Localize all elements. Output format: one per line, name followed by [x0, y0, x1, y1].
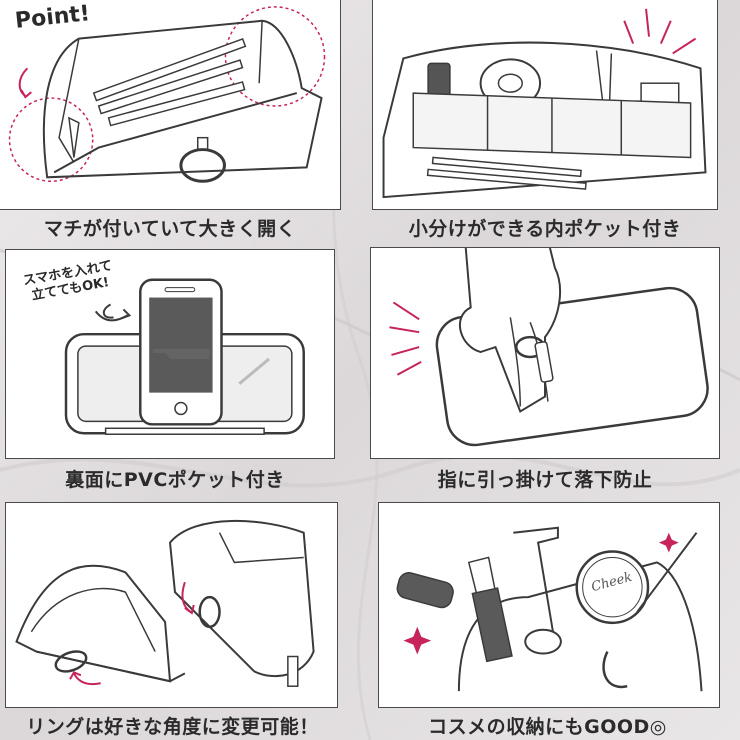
inner-pockets-illustration: [382, 8, 707, 199]
caption-finger-ring: 指に引っ掛けて落下防止: [437, 469, 653, 491]
cosmetics-illustration: [396, 526, 703, 692]
panel-finger-ring: [370, 247, 720, 459]
pouch-open-illustration: [8, 6, 326, 183]
pvc-pocket-illustration: [64, 278, 305, 435]
caption-inner-pockets: 小分けができる内ポケット付き: [408, 218, 682, 240]
panel-wide-opening: Point!: [0, 0, 341, 210]
ring-angle-illustration: [15, 519, 315, 687]
panel-pvc-pocket: スマホを入れて 立ててもOK!: [5, 249, 335, 459]
caption-cosmetics: コスメの収納にもGOOD◎: [428, 716, 667, 738]
panel-ring-angle: [5, 502, 338, 708]
caption-ring-angle: リングは好きな角度に変更可能！: [26, 716, 319, 738]
panel-inner-pockets: [372, 0, 718, 210]
caption-wide-opening: マチが付いていて大きく開く: [43, 218, 297, 240]
finger-ring-illustration: [389, 248, 709, 447]
panel-cosmetics: Cheek: [378, 502, 720, 708]
caption-pvc-pocket: 裏面にPVCポケット付き: [65, 469, 285, 491]
